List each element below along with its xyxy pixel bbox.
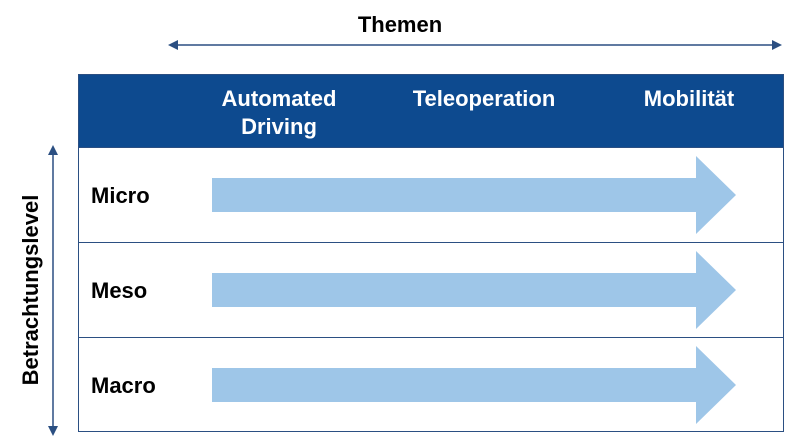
column-header-teleoperation: Teleoperation [412,86,556,111]
vertical-axis-title: Betrachtungslevel [18,194,43,386]
row-arrow-meso [212,251,736,329]
column-header-automated-driving: Automated Driving [221,86,337,139]
row-arrow-macro [212,346,736,424]
row-label-micro: Micro [91,183,150,208]
matrix-row-meso: Meso [79,242,783,337]
horizontal-axis-title: Themen [357,12,443,37]
row-label-meso: Meso [91,278,148,303]
matrix-row-micro: Micro [79,147,783,242]
matrix-row-macro: Macro [79,337,783,432]
column-header-band: Automated Driving Teleoperation Mobilitä… [79,75,783,147]
row-label-macro: Macro [91,373,156,398]
row-arrow-micro [212,156,736,234]
column-header-mobilitaet: Mobilität [643,86,735,111]
matrix-table: Automated Driving Teleoperation Mobilitä… [78,74,784,432]
